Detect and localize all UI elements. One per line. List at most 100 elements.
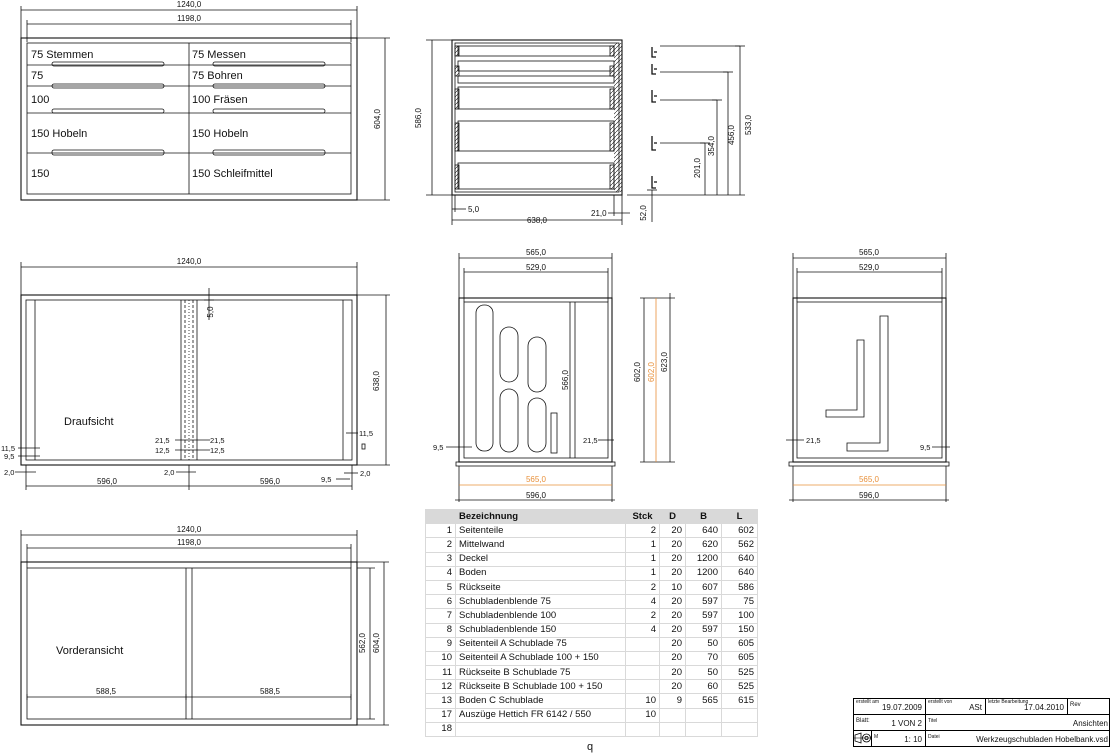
row-qty bbox=[625, 665, 660, 681]
last-edit-date: 17.04.2010 bbox=[1023, 703, 1064, 712]
dim-plan-bay-left: 596,0 bbox=[97, 477, 118, 486]
row-d: 20 bbox=[659, 636, 686, 652]
row-name: Rückseite B Schublade 100 + 150 bbox=[455, 679, 626, 695]
row-l: 640 bbox=[721, 551, 758, 567]
row-b: 70 bbox=[685, 650, 722, 667]
row-nr: 1 bbox=[425, 523, 456, 539]
row-qty: 1 bbox=[625, 537, 660, 553]
row-nr: 5 bbox=[425, 579, 456, 596]
dim-drawer-mid-left-9: 9,5 bbox=[433, 443, 443, 452]
dim-plan-bottom-right-2: 2,0 bbox=[360, 469, 370, 478]
row-d bbox=[659, 721, 686, 738]
view-front: 1240,0 1198,0 Vorderansicht 562,0 604,0 … bbox=[20, 525, 389, 726]
row-qty: 2 bbox=[625, 523, 660, 539]
row-b: 1200 bbox=[685, 565, 722, 581]
row-nr: 12 bbox=[425, 679, 456, 695]
row-b: 1200 bbox=[685, 551, 722, 567]
dim-front-offset: 5,0 bbox=[468, 205, 480, 214]
dim-drawer-mid-inner: 529,0 bbox=[526, 263, 547, 272]
created-by-label: erstellt von bbox=[928, 699, 953, 705]
row-l: 562 bbox=[721, 537, 758, 553]
dim-drawer-mid-h566: 566,0 bbox=[561, 369, 570, 390]
row-name: Schubladenblende 100 bbox=[455, 608, 626, 624]
dim-plan-depth: 638,0 bbox=[372, 370, 381, 391]
created-date: 19.07.2009 bbox=[881, 703, 922, 712]
row-b: 597 bbox=[685, 608, 722, 624]
row-l: 602 bbox=[721, 523, 758, 539]
row-nr: 2 bbox=[425, 537, 456, 553]
header-l: L bbox=[721, 508, 758, 525]
dim-plan-bottom-mid-2: 2,0 bbox=[164, 468, 174, 477]
dim-plan-left-9: 9,5 bbox=[4, 452, 14, 461]
projection-symbol-icon bbox=[854, 732, 872, 744]
dim-plinth: 52,0 bbox=[639, 205, 648, 221]
row-nr: 6 bbox=[425, 594, 456, 610]
row-d: 9 bbox=[659, 693, 686, 709]
dim-front-bay-right: 588,5 bbox=[260, 687, 281, 696]
row-name: Schubladenblende 150 bbox=[455, 622, 626, 638]
row-l: 100 bbox=[721, 608, 758, 624]
row-d: 20 bbox=[659, 551, 686, 567]
row-b bbox=[685, 721, 722, 738]
row-d: 20 bbox=[659, 565, 686, 581]
view-drawer-middle: 565,0 529,0 566,0 602,0 602,0 623,0 9,5 … bbox=[433, 248, 675, 502]
title-value: Ansichten bbox=[1072, 719, 1108, 728]
dim-h2: 354,0 bbox=[707, 135, 716, 156]
row-b: 620 bbox=[685, 537, 722, 553]
row-nr: 7 bbox=[425, 608, 456, 624]
title-label: Titel bbox=[928, 718, 938, 724]
row-qty: 1 bbox=[625, 551, 660, 567]
row-d: 20 bbox=[659, 622, 686, 638]
header-d: D bbox=[659, 508, 686, 525]
drawer-label-left-3: 100 bbox=[31, 94, 49, 106]
row-qty bbox=[625, 650, 660, 667]
row-qty: 10 bbox=[625, 693, 660, 709]
drawer-label-right-4: 150 Hobeln bbox=[192, 128, 248, 140]
created-label: erstellt am bbox=[856, 699, 880, 705]
row-d: 20 bbox=[659, 665, 686, 681]
row-qty bbox=[625, 636, 660, 652]
row-d bbox=[659, 707, 686, 723]
dim-drawer-mid-outer: 565,0 bbox=[526, 248, 547, 257]
sheet-label: Blatt: bbox=[856, 718, 870, 724]
dim-drawer-right-inner: 529,0 bbox=[859, 263, 880, 272]
row-l: 605 bbox=[721, 636, 758, 652]
file-value: Werkzeugschubladen Hobelbank.vsd bbox=[976, 735, 1108, 744]
row-nr: 10 bbox=[425, 650, 456, 667]
dim-front-inner: 1198,0 bbox=[177, 538, 201, 547]
created-by: ASt bbox=[969, 703, 982, 712]
row-l bbox=[721, 721, 758, 738]
row-name: Rückseite B Schublade 75 bbox=[455, 665, 626, 681]
dim-plan-bay-right: 596,0 bbox=[260, 477, 281, 486]
dim-drawer-mid-h602-orange: 602,0 bbox=[647, 361, 656, 382]
dim-drawer-right-bottom-orange: 565,0 bbox=[859, 475, 880, 484]
row-qty: 2 bbox=[625, 579, 660, 596]
dim-h1: 201,0 bbox=[693, 157, 702, 178]
row-d: 20 bbox=[659, 679, 686, 695]
row-qty bbox=[625, 721, 660, 738]
dim-drawer-mid-bottom-orange: 565,0 bbox=[526, 475, 547, 484]
row-l: 525 bbox=[721, 665, 758, 681]
row-nr: 9 bbox=[425, 636, 456, 652]
row-d: 10 bbox=[659, 579, 686, 596]
row-name: Seitenteile bbox=[455, 523, 626, 539]
dim-height: 604,0 bbox=[373, 108, 382, 129]
row-b: 565 bbox=[685, 693, 722, 709]
view-drawer-right: 565,0 529,0 21,5 9,5 565,0 596,0 bbox=[786, 248, 950, 502]
row-nr: 8 bbox=[425, 622, 456, 638]
row-l: 525 bbox=[721, 679, 758, 695]
drawer-label-right-5: 150 Schleifmittel bbox=[192, 168, 273, 180]
dim-plan-mid-21b: 21,5 bbox=[210, 436, 225, 445]
page-number: q bbox=[587, 741, 594, 753]
row-nr: 11 bbox=[425, 665, 456, 681]
drawer-label-left-4: 150 Hobeln bbox=[31, 128, 87, 140]
scale-label: M bbox=[874, 734, 879, 740]
row-b bbox=[685, 707, 722, 723]
